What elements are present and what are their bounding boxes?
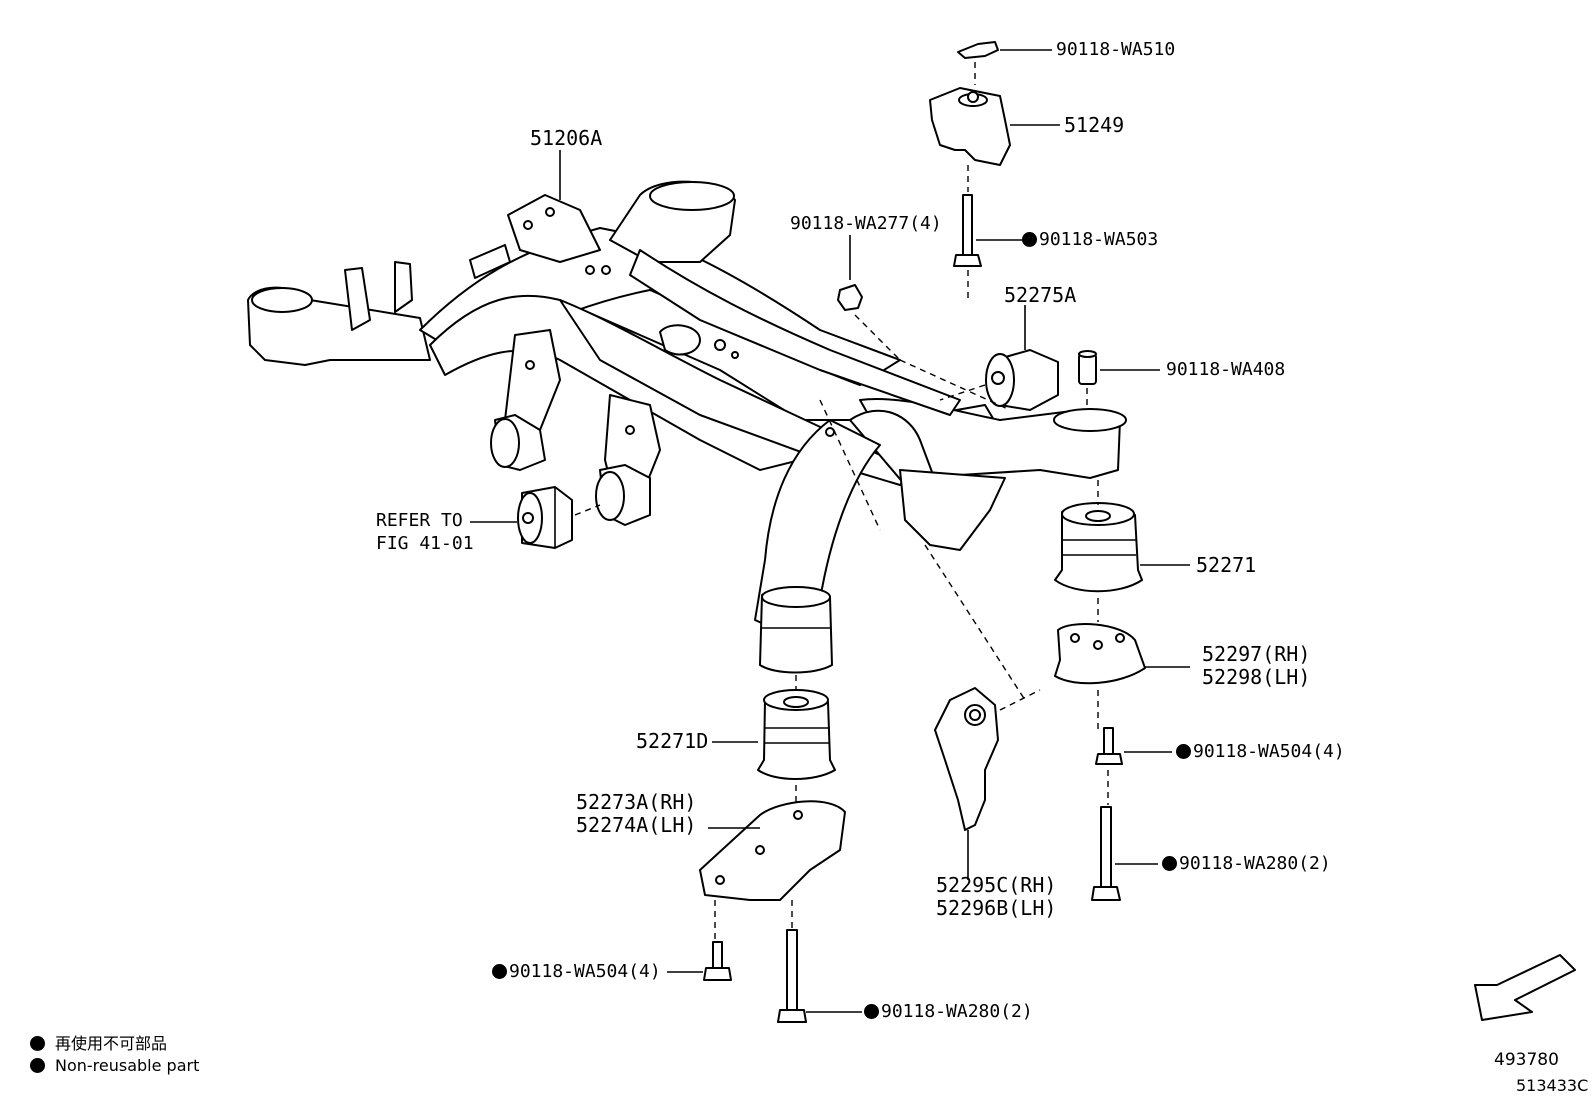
label-90118-wa510: 90118-WA510 (1056, 39, 1176, 60)
legend-en: Non-reusable part (30, 1056, 199, 1075)
bracket-52273a-52274a (699, 800, 846, 940)
bolt-right-wa504 (1095, 727, 1172, 805)
label-52298-lh: 52298(LH) (1202, 665, 1311, 689)
centerline-b (924, 544, 1026, 701)
diagram-code-513433c: 513433C (1516, 1076, 1589, 1095)
label-90118-wa504-right: 90118-WA504(4) (1176, 741, 1345, 763)
front-bushing-left (490, 414, 546, 471)
label-52296b-lh: 52296B(LH) (936, 896, 1057, 920)
nut-90118-wa510 (957, 41, 1052, 85)
label-52271d: 52271D (636, 729, 709, 753)
pin-90118-wa408 (1078, 350, 1160, 410)
legend-dot-icon (30, 1058, 45, 1073)
label-52274a-lh: 52274A(LH) (576, 813, 697, 837)
subframe-51206a (247, 180, 1127, 641)
centerline-a (819, 399, 881, 531)
non-reusable-dot-icon (1162, 856, 1177, 871)
label-90118-wa504-left: 90118-WA504(4) (492, 961, 661, 983)
bushing-52271 (1054, 480, 1190, 622)
bolt-left-wa280 (777, 929, 862, 1023)
plate-52297-52298 (1054, 623, 1190, 730)
bushing-52275a (939, 305, 1059, 411)
mount-51249 (929, 87, 1060, 192)
label-51249: 51249 (1064, 113, 1125, 137)
non-reusable-dot-icon (1022, 232, 1037, 247)
label-52297-rh: 52297(RH) (1202, 642, 1311, 666)
label-90118-wa280-right: 90118-WA280(2) (1162, 853, 1331, 875)
label-52271: 52271 (1196, 553, 1257, 577)
label-51206a: 51206A (530, 126, 603, 150)
bolt-90118-wa503 (953, 194, 1030, 300)
non-reusable-dot-icon (492, 964, 507, 979)
legend-jp: 再使用不可部品 (30, 1030, 167, 1054)
bracket-52295c-52296b (934, 687, 1041, 880)
non-reusable-dot-icon (1176, 744, 1191, 759)
nut-90118-wa277 (837, 235, 901, 361)
label-refer-to: REFER TO (376, 510, 463, 531)
label-52273a-rh: 52273A(RH) (576, 790, 697, 814)
non-reusable-dot-icon (864, 1004, 879, 1019)
label-fig-41-01: FIG 41-01 (376, 533, 474, 554)
legend-dot-icon (30, 1036, 45, 1051)
front-arrow-icon (1474, 954, 1576, 1021)
bushing-52271d (712, 586, 836, 805)
label-52275a: 52275A (1004, 283, 1077, 307)
label-52295c-rh: 52295C(RH) (936, 873, 1057, 897)
label-90118-wa277: 90118-WA277(4) (790, 213, 942, 234)
bolt-right-wa280 (1091, 806, 1158, 901)
label-90118-wa280-left: 90118-WA280(2) (864, 1001, 1033, 1023)
diagram-code-493780: 493780 (1494, 1050, 1559, 1070)
bushing-refer-fig (470, 486, 601, 549)
centerline-c (899, 359, 1011, 411)
front-bushing-right (595, 464, 651, 526)
bolt-left-wa504 (667, 941, 732, 981)
label-90118-wa503: 90118-WA503 (1022, 229, 1158, 251)
label-90118-wa408: 90118-WA408 (1166, 359, 1286, 380)
